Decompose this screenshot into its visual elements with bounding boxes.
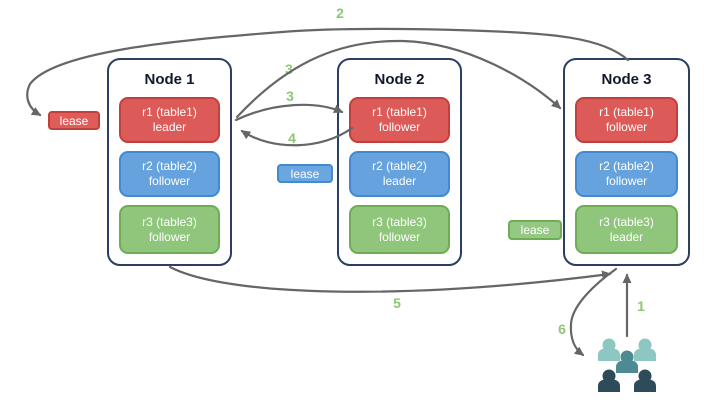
step-label-4: 4 <box>288 130 296 146</box>
arrow-step-3-node1-to-node2 <box>234 103 344 122</box>
step-label-6: 6 <box>558 321 566 337</box>
replica-name: r1 (table1) <box>142 105 197 119</box>
replica-role: follower <box>605 174 648 188</box>
node-1-replica-r2: r2 (table2) follower <box>119 151 220 197</box>
replica-name: r1 (table1) <box>599 105 654 119</box>
replica-role: follower <box>148 174 191 188</box>
replica-role: follower <box>605 120 648 134</box>
lease-badge-blue: lease <box>277 164 333 183</box>
node-1-title: Node 1 <box>144 71 195 88</box>
node-2-title: Node 2 <box>374 71 425 88</box>
node-3-box: Node 3 r1 (table1) follower r2 (table2) … <box>563 58 690 266</box>
node-3-title: Node 3 <box>601 71 652 88</box>
replica-role: leader <box>382 174 417 188</box>
replica-name: r2 (table2) <box>142 159 197 173</box>
step-label-5: 5 <box>393 295 401 311</box>
replica-name: r3 (table3) <box>599 214 654 229</box>
node-3-replica-r2: r2 (table2) follower <box>575 151 678 197</box>
replica-name: r1 (table1) <box>372 105 427 119</box>
replica-name: r3 (table3) <box>372 214 427 229</box>
node-2-box: Node 2 r1 (table1) follower r2 (table2) … <box>337 58 462 266</box>
node-2-replica-r3: r3 (table3) follower <box>349 205 450 254</box>
node-1-replica-r3: r3 (table3) follower <box>119 205 220 254</box>
replica-name: r2 (table2) <box>372 159 427 173</box>
node-2-replica-r2: r2 (table2) leader <box>349 151 450 197</box>
step-label-3b: 3 <box>286 88 294 104</box>
step-label-3a: 3 <box>285 61 293 77</box>
replica-role: follower <box>148 229 191 244</box>
lease-badge-red: lease <box>48 111 100 130</box>
step-label-2: 2 <box>336 5 344 21</box>
node-1-replica-r1: r1 (table1) leader <box>119 97 220 143</box>
step-label-1: 1 <box>637 298 645 314</box>
node-3-replica-r3: r3 (table3) leader <box>575 205 678 254</box>
node-1-box: Node 1 r1 (table1) leader r2 (table2) fo… <box>107 58 232 266</box>
arrow-step-6-node3-to-users <box>569 267 618 357</box>
node-2-replica-r1: r1 (table1) follower <box>349 97 450 143</box>
users-group-icon <box>598 338 656 392</box>
node-3-replica-r1: r1 (table1) follower <box>575 97 678 143</box>
arrow-step-5-node1-to-node3 <box>168 265 612 293</box>
replica-name: r3 (table3) <box>142 214 197 229</box>
replica-role: leader <box>609 229 644 244</box>
replica-role: follower <box>378 120 421 134</box>
replica-role: leader <box>152 120 187 134</box>
lease-badge-green: lease <box>508 220 562 240</box>
replica-name: r2 (table2) <box>599 159 654 173</box>
replica-role: follower <box>378 229 421 244</box>
